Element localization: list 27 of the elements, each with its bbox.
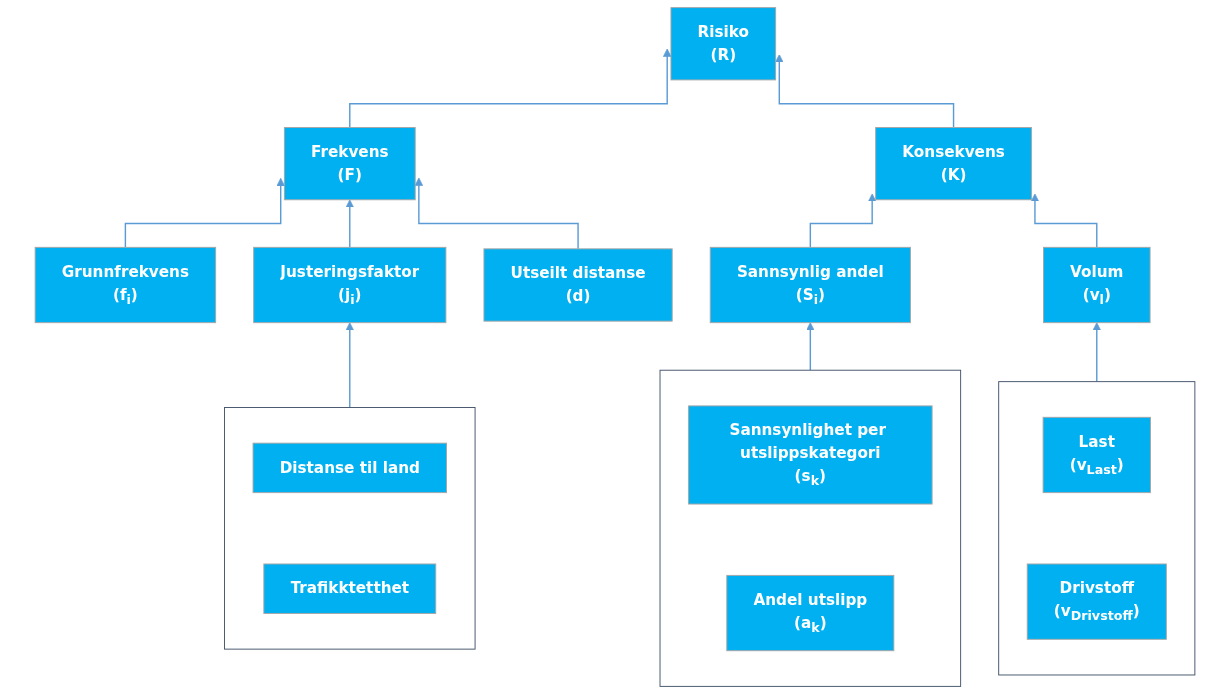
arrow [124, 177, 285, 249]
arrow [1030, 193, 1098, 249]
cluster [224, 407, 476, 650]
arrow [809, 193, 877, 249]
node-box: Sannsynlighet per utslippskategori (s$_{k}$) [688, 405, 933, 505]
node-box: Utseilt distanse (d) [483, 248, 673, 322]
arrow [806, 322, 815, 371]
node-box: Andel utslipp (a$_{k}$) [726, 574, 895, 652]
arrow [414, 177, 579, 250]
node-box: Frekvens (F) [283, 127, 416, 201]
node-box: Grunnfrekvens (f$_{i}$) [34, 246, 217, 324]
cluster [659, 369, 962, 687]
node-box: Last (v$_{Last}$) [1042, 416, 1151, 494]
node-box: Volum (v$_{l}$) [1043, 246, 1151, 324]
arrow [345, 322, 354, 409]
arrow [775, 54, 955, 129]
cluster [998, 381, 1196, 676]
node-box: Distanse til land [252, 442, 447, 494]
node-box: Risiko (R) [670, 7, 777, 81]
node-box: Justeringsfaktor (j$_{i}$) [253, 246, 447, 324]
node-box: Trafikktetthet [263, 563, 437, 614]
node-box: Drivstoff (v$_{Drivstoff}$) [1026, 563, 1167, 640]
arrow [1092, 322, 1101, 383]
arrow [345, 199, 354, 249]
node-box: Konsekvens (K) [875, 127, 1032, 201]
node-box: Sannsynlig andel (S$_{i}$) [709, 246, 911, 324]
arrow [349, 48, 672, 129]
